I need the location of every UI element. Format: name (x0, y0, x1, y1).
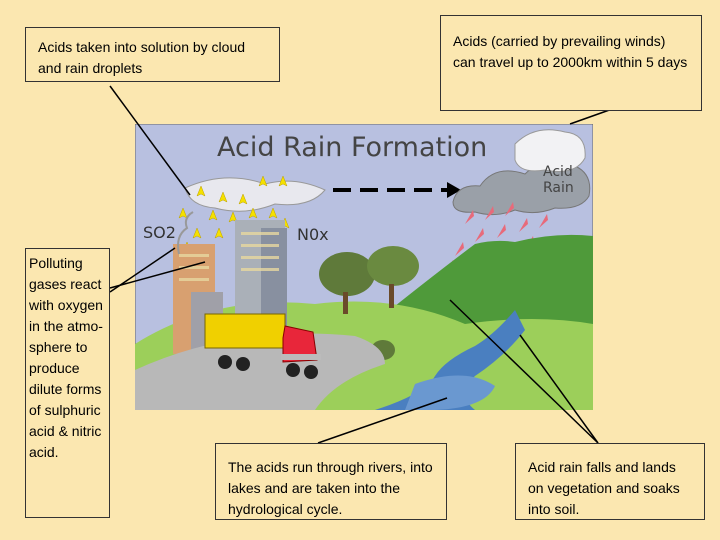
acid-rain-cloud (452, 161, 591, 216)
illustration-title: Acid Rain Formation (217, 132, 487, 163)
road (135, 333, 385, 410)
caption-clouds: Acids taken into solution by cloud and r… (25, 27, 280, 82)
caption-winds-text: Acids (carried by prevailing winds) can … (453, 33, 688, 70)
caption-clouds-text: Acids taken into solution by cloud and r… (38, 39, 246, 76)
caption-rivers: The acids run through rivers, into lakes… (215, 443, 447, 520)
caption-rivers-text: The acids run through rivers, into lakes… (228, 459, 433, 517)
truck (204, 313, 321, 379)
nox-label: N0x (297, 225, 329, 244)
caption-winds: Acids (carried by prevailing winds) can … (440, 15, 702, 111)
acid-rain-label-line2: Rain (543, 180, 574, 196)
caption-gases: Polluting gases react with oxygen in the… (25, 248, 110, 518)
lake (405, 375, 495, 410)
smoke-plume (177, 211, 194, 255)
caption-gases-text: Polluting gases react with oxygen in the… (29, 255, 103, 460)
caption-soil-text: Acid rain falls and lands on vegetation … (528, 459, 680, 517)
acid-rain-label-line1: Acid (543, 164, 573, 180)
caption-soil: Acid rain falls and lands on vegetation … (515, 443, 705, 520)
wind-arrow-head (447, 182, 461, 198)
acid-rain-illustration: Acid Rain Formation SO2 N0x Acid Rain (135, 124, 593, 410)
so2-label: SO2 (143, 223, 176, 242)
left-cloud (184, 177, 326, 212)
